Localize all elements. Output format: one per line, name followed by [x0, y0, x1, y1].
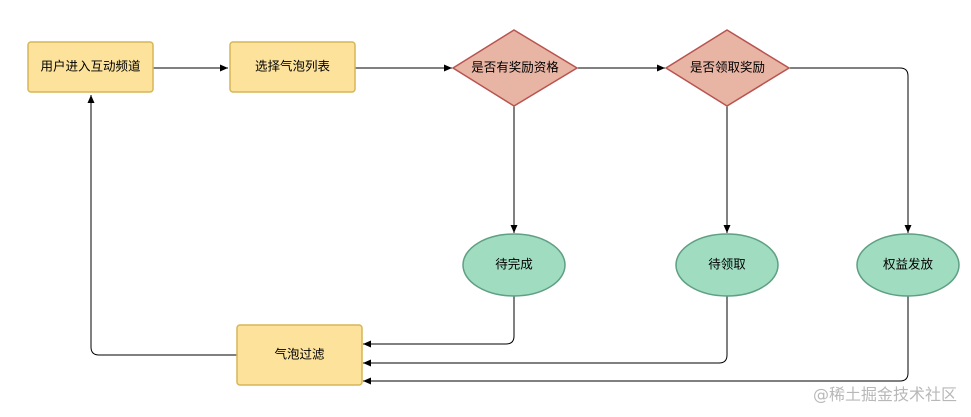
edge-claimed-to-rights [789, 67, 912, 233]
node-claimed-reward[interactable]: 是否领取奖励 [664, 29, 791, 107]
edge-tocomplete-to-filter [363, 296, 515, 348]
node-label: 待完成 [495, 257, 533, 272]
node-rights-issued[interactable]: 权益发放 [856, 233, 960, 297]
edge-filter-to-enter [87, 95, 237, 356]
edge-toclaim-to-filter [363, 296, 728, 367]
node-enter-channel[interactable]: 用户进入互动频道 [27, 41, 154, 93]
node-to-complete[interactable]: 待完成 [462, 233, 566, 297]
node-label: 选择气泡列表 [255, 59, 331, 74]
node-select-bubbles[interactable]: 选择气泡列表 [229, 41, 356, 93]
edge-rights-to-filter [363, 296, 909, 385]
node-label: 是否领取奖励 [690, 60, 765, 75]
node-label: 待领取 [708, 257, 746, 272]
node-bubble-filter[interactable]: 气泡过滤 [236, 324, 363, 386]
watermark: @稀土掘金技术社区 [812, 385, 957, 404]
node-label: 权益发放 [883, 257, 934, 272]
node-to-claim[interactable]: 待领取 [675, 233, 779, 297]
node-label: 是否有奖励资格 [471, 60, 559, 75]
node-label: 气泡过滤 [274, 347, 325, 362]
node-has-reward-qualification[interactable]: 是否有奖励资格 [451, 29, 579, 107]
node-label: 用户进入互动频道 [40, 59, 141, 74]
